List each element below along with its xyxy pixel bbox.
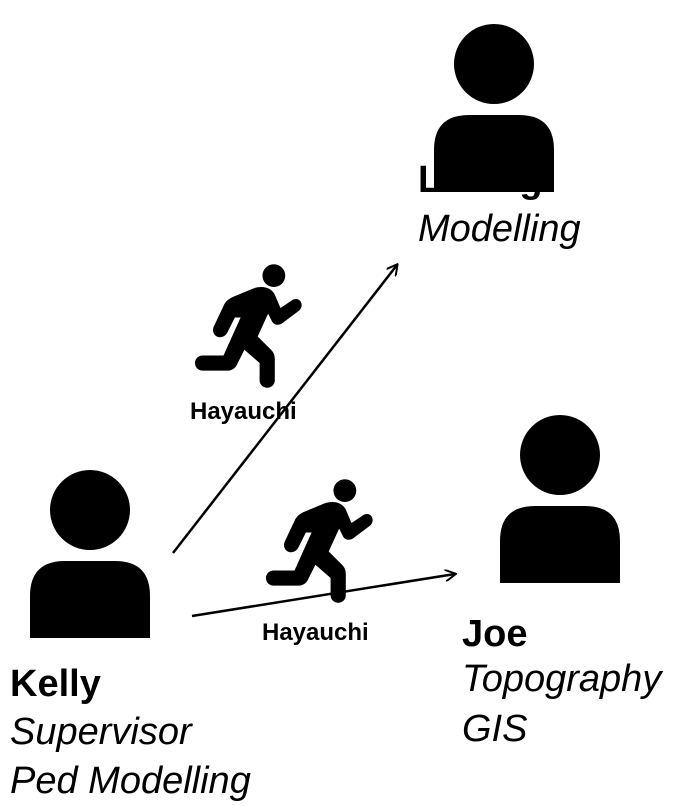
person-icon-kelly	[30, 470, 150, 638]
arrow-kelly-to-liming	[172, 265, 397, 554]
joe-role-1: Topography	[462, 658, 662, 700]
kelly-name: Kelly	[10, 663, 101, 705]
person-icon-joe	[500, 415, 620, 583]
runner-icon-lower	[266, 479, 373, 603]
transfer-label-lower: Hayauchi	[262, 619, 369, 646]
joe-name: Joe	[462, 613, 528, 655]
runner-icon-upper	[195, 264, 302, 388]
liming-name: Liming	[418, 159, 543, 201]
arrow-kelly-to-joe	[191, 574, 455, 618]
kelly-role-2: Ped Modelling	[10, 760, 251, 802]
liming-role-1: Modelling	[418, 208, 581, 250]
joe-role-2: GIS	[462, 708, 528, 750]
kelly-role-1: Supervisor	[10, 711, 192, 753]
transfer-label-upper: Hayauchi	[190, 398, 297, 425]
